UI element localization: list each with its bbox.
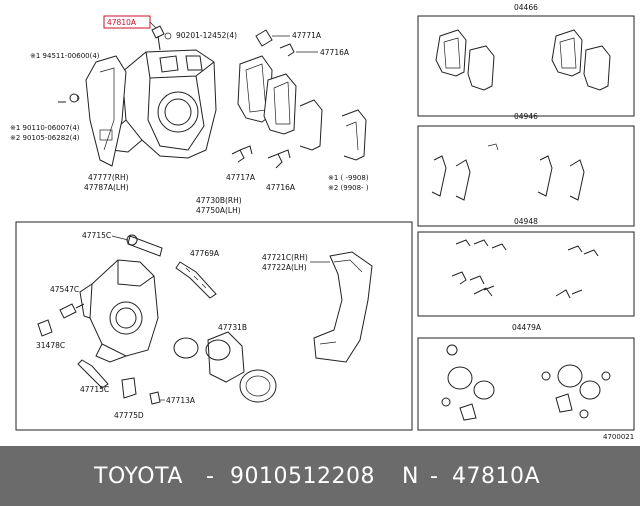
label-47787A-lh[interactable]: 47787A(LH) [84,183,129,192]
footer-sep-2: - [430,463,439,489]
label-47715C-top[interactable]: 47715C [82,231,111,240]
kit-title-04948[interactable]: 04948 [514,217,538,226]
kit-04946-shims [431,143,585,201]
label-90105-06282[interactable]: ※2 90105-06282(4) [10,134,80,142]
label-47721C-rh[interactable]: 47721C(RH) [262,253,308,262]
label-94511-00600[interactable]: ※1 94511-00600(4) [30,52,100,60]
label-47750A-lh[interactable]: 47750A(LH) [196,206,241,215]
footer-n: N [402,463,419,489]
kit-04466-pads [435,29,611,91]
kit-title-04466[interactable]: 04466 [514,3,538,12]
kit-04479A-seals [441,344,611,421]
caliper-subassembly-box [15,221,413,431]
label-47777-rh[interactable]: 47777(RH) [88,173,129,182]
kit-box-04946 [417,125,635,227]
label-47731B[interactable]: 47731B [218,323,247,332]
label-47547C[interactable]: 47547C [50,285,79,294]
kit-box-04479A [417,337,635,431]
footer-sep-1: - [206,463,215,489]
kit-title-04479A[interactable]: 04479A [512,323,542,332]
label-47730B-rh[interactable]: 47730B(RH) [196,196,242,205]
label-90201-12452[interactable]: 90201-12452(4) [176,31,237,40]
subassembly-drawings [37,234,373,405]
footer-brand: TOYOTA [94,463,183,489]
label-47717A[interactable]: 47717A [226,173,256,182]
pad-clips-drawing [231,43,295,169]
kit-box-04466 [417,15,635,117]
diagram-code: 4700021 [603,433,634,441]
label-31478C[interactable]: 31478C [36,341,65,350]
label-47713A[interactable]: 47713A [166,396,196,405]
kit-title-04946[interactable]: 04946 [514,112,538,121]
label-47715C-bottom[interactable]: 47715C [80,385,109,394]
label-47722A-lh[interactable]: 47722A(LH) [262,263,307,272]
label-90110-06007[interactable]: ※1 90110-06007(4) [10,124,80,132]
label-47716A-top[interactable]: 47716A [320,48,350,57]
label-47716A-bottom[interactable]: 47716A [266,183,296,192]
caliper-assembly-drawing [111,25,217,159]
note-1: ※1 ( -9908) [328,174,369,182]
label-47810A[interactable]: 47810A [107,18,137,27]
anti-squeal-shim-drawing [58,55,127,167]
label-47769A[interactable]: 47769A [190,249,220,258]
brake-pads-drawing [237,29,367,161]
footer-part-number: 9010512208 [230,463,375,489]
footer-ref: 47810A [452,463,541,489]
parts-diagram: 47810A 90201-12452(4) 47771A 47716A ※1 9… [10,3,635,441]
note-2: ※2 (9908- ) [328,184,369,192]
footer-bar: TOYOTA - 9010512208 N - 47810A [0,446,640,506]
kit-box-04948 [417,231,635,317]
label-47771A[interactable]: 47771A [292,31,322,40]
label-47775D[interactable]: 47775D [114,411,144,420]
kit-04948-clips [451,239,599,299]
